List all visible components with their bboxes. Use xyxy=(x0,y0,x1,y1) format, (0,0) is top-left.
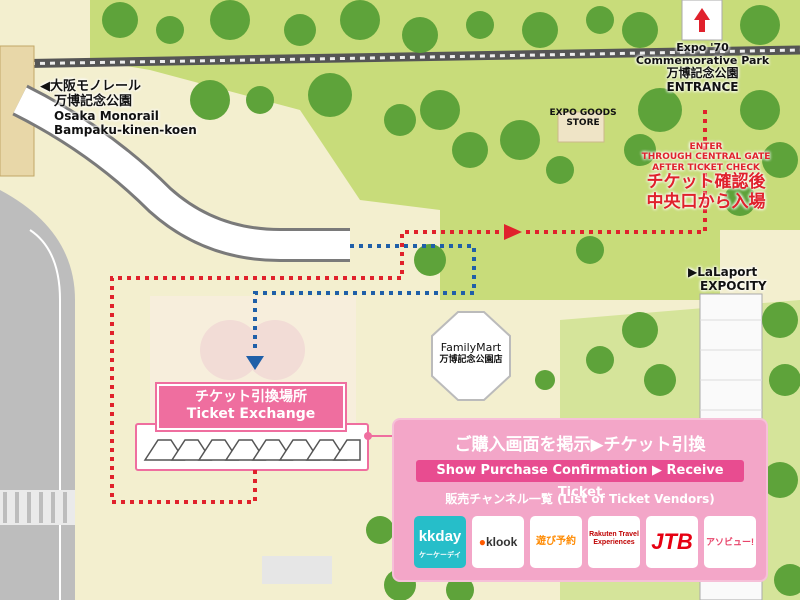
monorail-jp-line1: ◀大阪モノレール xyxy=(40,79,141,94)
monorail-label: ◀大阪モノレール 万博記念公園 Osaka Monorail Bampaku-k… xyxy=(40,79,197,137)
expo-park-en-line2: Commemorative Park xyxy=(635,53,770,67)
vendor-klook[interactable]: ●klook xyxy=(472,516,524,568)
ticket-exchange-en: Ticket Exchange xyxy=(186,405,316,422)
entry-note-jp-line2: 中央口から入場 xyxy=(646,191,766,212)
monorail-en-line1: Osaka Monorail xyxy=(54,108,159,123)
monorail-en-line2: Bampaku-kinen-koen xyxy=(54,122,197,137)
small-building xyxy=(262,556,332,584)
lalaport-line2: EXPOCITY xyxy=(700,278,767,293)
entry-note: ENTER THROUGH CENTRAL GATE AFTER TICKET … xyxy=(616,142,796,212)
vendor-jtb[interactable]: JTB xyxy=(646,516,698,568)
vendors-heading: 販売チャンネル一覧 (List of Ticket Vendors) xyxy=(445,492,715,506)
vendor-klook-name: klook xyxy=(485,535,518,549)
entry-note-jp-line1: チケット確認後 xyxy=(646,172,766,193)
red-route xyxy=(110,110,707,504)
crosswalk xyxy=(0,490,75,525)
blue-route-arrow-icon xyxy=(246,356,264,370)
lalaport-label: ▶LaLaport EXPOCITY xyxy=(688,265,767,294)
lalaport-line1: ▶LaLaport xyxy=(688,265,758,279)
entrance-path xyxy=(681,0,723,41)
familymart-label: FamilyMart 万博記念公園店 xyxy=(420,341,522,365)
vendor-kkday-sub: ケーケーデイ xyxy=(419,552,461,559)
blue-route xyxy=(253,244,476,350)
road-lane-line xyxy=(29,229,61,600)
familymart-line1: FamilyMart xyxy=(440,341,502,354)
vendor-asobi-yoyaku[interactable]: 遊び予約 xyxy=(530,516,582,568)
vendor-kkday-name: kkday xyxy=(418,528,462,545)
vendor-asoview[interactable]: アソビュー! xyxy=(704,516,756,568)
road xyxy=(0,190,75,600)
vendor-jtb-name: JTB xyxy=(651,529,693,554)
vendor-kkday[interactable]: kkday ケーケーデイ xyxy=(414,516,466,568)
vendor-asobi-yoyaku-name: 遊び予約 xyxy=(536,536,576,547)
entrance-arrow-icon xyxy=(694,8,710,20)
familymart-building xyxy=(431,311,511,401)
vendor-asoview-name: アソビュー! xyxy=(706,537,754,547)
tents xyxy=(143,439,361,461)
ticket-exchange-jp: チケット引換場所 xyxy=(195,389,307,405)
goods-store-building xyxy=(557,111,605,143)
goods-store-line2: STORE xyxy=(566,118,600,129)
entry-note-en-line3: AFTER TICKET CHECK xyxy=(652,162,760,173)
info-panel-title: ご購入画面を掲示▶チケット引換 xyxy=(454,435,706,455)
expo-park-en-line1: Expo '70 xyxy=(676,41,729,54)
red-route-arrow-icon xyxy=(504,224,522,240)
vendor-rakuten-travel-name: Rakuten Travel Experiences xyxy=(589,531,639,546)
entry-note-en-line1: ENTER xyxy=(689,142,723,152)
goods-store-label: EXPO GOODS STORE xyxy=(536,108,630,129)
vendor-rakuten-travel[interactable]: Rakuten Travel Experiences xyxy=(588,516,640,568)
trees xyxy=(102,0,800,600)
expo-park-label: Expo '70 Commemorative Park 万博記念公園 ENTRA… xyxy=(615,41,790,95)
goods-store-line1: EXPO GOODS xyxy=(549,108,617,118)
park-green-area xyxy=(90,0,800,300)
familymart-line2: 万博記念公園店 xyxy=(439,354,503,365)
entry-note-en-line2: THROUGH CENTRAL GATE xyxy=(641,152,771,163)
expo-park-jp: 万博記念公園 xyxy=(666,66,739,81)
info-panel: ご購入画面を掲示▶チケット引換 Show Purchase Confirmati… xyxy=(392,418,768,582)
expo-park-entrance: ENTRANCE xyxy=(666,80,739,95)
monorail-jp-line2: 万博記念公園 xyxy=(54,93,133,109)
info-panel-subtitle: Show Purchase Confirmation ▶ Receive Tic… xyxy=(416,460,744,500)
klook-logo-icon: ● xyxy=(478,535,486,549)
ticket-exchange-label: チケット引換場所 Ticket Exchange xyxy=(157,384,345,430)
